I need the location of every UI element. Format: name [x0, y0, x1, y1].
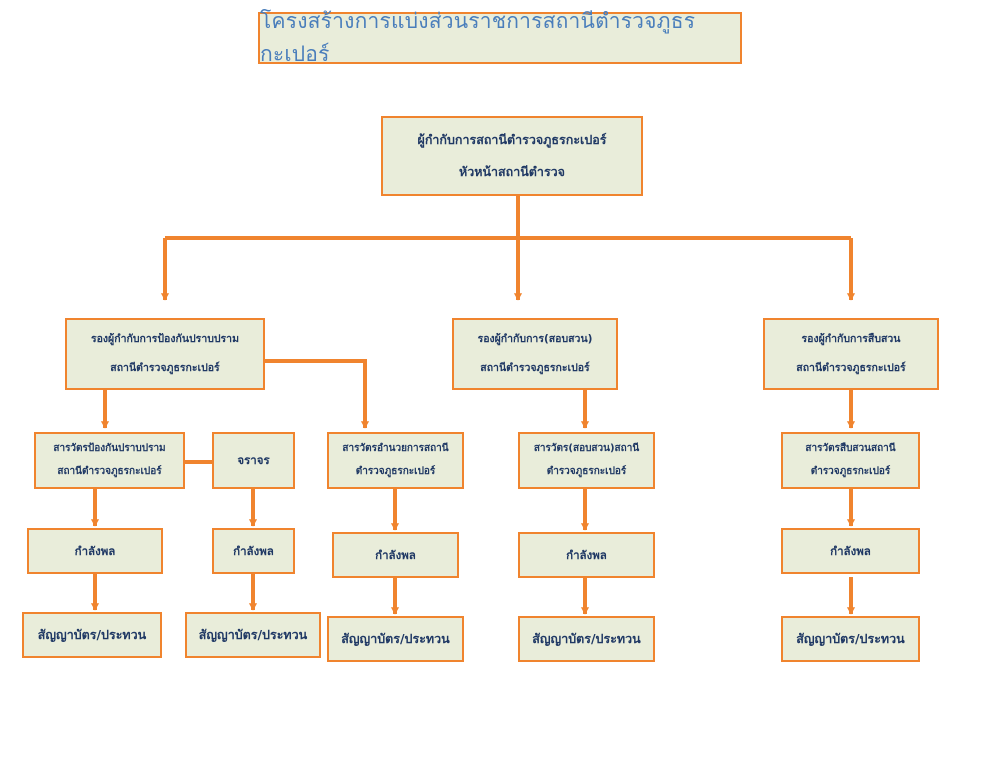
node-ranks-prevention[interactable]: สัญญาบัตร/ประทวน — [22, 612, 162, 658]
node-deputy-prevention-line2: สถานีตำรวจภูธรกะเปอร์ — [110, 362, 220, 374]
node-inspector-admin-line1: สารวัตรอำนวยการสถานี — [342, 443, 449, 454]
node-deputy-prevention-line1: รองผู้กำกับการป้องกันปราบปราม — [90, 332, 239, 345]
node-personnel-prevention-label: กำลังพล — [74, 543, 116, 558]
node-deputy-investigation-line2: สถานีตำรวจภูธรกะเปอร์ — [480, 362, 590, 374]
node-ranks-prevention-label: สัญญาบัตร/ประทวน — [37, 627, 147, 643]
node-chief-line1: ผู้กำกับการสถานีตำรวจภูธรกะเปอร์ — [417, 132, 607, 148]
node-deputy-investigation-line1: รองผู้กำกับการ(สอบสวน) — [477, 332, 593, 345]
node-ranks-traffic-label: สัญญาบัตร/ประทวน — [198, 627, 308, 643]
node-personnel-investigation[interactable]: กำลังพล — [518, 532, 655, 578]
node-deputy-inquiry[interactable]: รองผู้กำกับการสืบสวน สถานีตำรวจภูธรกะเปอ… — [763, 318, 939, 390]
page-title: โครงสร้างการแบ่งส่วนราชการสถานีตำรวจภูธร… — [258, 9, 742, 66]
node-deputy-inquiry-line1: รองผู้กำกับการสืบสวน — [801, 332, 901, 345]
node-personnel-traffic-label: กำลังพล — [233, 543, 274, 558]
node-ranks-inquiry-label: สัญญาบัตร/ประทวน — [796, 631, 905, 647]
node-deputy-prevention[interactable]: รองผู้กำกับการป้องกันปราบปราม สถานีตำรวจ… — [65, 318, 265, 390]
node-ranks-traffic[interactable]: สัญญาบัตร/ประทวน — [185, 612, 321, 658]
node-ranks-admin[interactable]: สัญญาบัตร/ประทวน — [327, 616, 464, 662]
node-chief-line2: หัวหน้าสถานีตำรวจ — [458, 164, 566, 179]
node-inspector-inquiry-line2: ตำรวจภูธรกะเปอร์ — [810, 465, 891, 477]
page-title-text: โครงสร้างการแบ่งส่วนราชการสถานีตำรวจภูธร… — [260, 9, 696, 66]
node-personnel-admin-label: กำลังพล — [375, 547, 416, 562]
node-ranks-inquiry[interactable]: สัญญาบัตร/ประทวน — [781, 616, 920, 662]
node-inspector-admin[interactable]: สารวัตรอำนวยการสถานี ตำรวจภูธรกะเปอร์ — [327, 432, 464, 489]
node-inspector-inquiry[interactable]: สารวัตรสืบสวนสถานี ตำรวจภูธรกะเปอร์ — [781, 432, 920, 489]
node-inspector-investigation[interactable]: สารวัตร(สอบสวน)สถานี ตำรวจภูธรกะเปอร์ — [518, 432, 655, 489]
node-inspector-admin-line2: ตำรวจภูธรกะเปอร์ — [355, 465, 436, 477]
node-ranks-investigation-label: สัญญาบัตร/ประทวน — [532, 631, 641, 647]
node-inspector-investigation-line2: ตำรวจภูธรกะเปอร์ — [546, 465, 627, 477]
node-inspector-prevention[interactable]: สารวัตรป้องกันปราบปราม สถานีตำรวจภูธรกะเ… — [34, 432, 185, 489]
node-chief[interactable]: ผู้กำกับการสถานีตำรวจภูธรกะเปอร์ หัวหน้า… — [381, 116, 643, 196]
node-deputy-inquiry-line2: สถานีตำรวจภูธรกะเปอร์ — [796, 362, 906, 374]
node-personnel-inquiry[interactable]: กำลังพล — [781, 528, 920, 574]
node-traffic-line1: จราจร — [237, 453, 270, 468]
connector-deputy-prevention-to-admin — [265, 359, 370, 429]
node-inspector-investigation-line1: สารวัตร(สอบสวน)สถานี — [533, 443, 640, 454]
node-personnel-prevention[interactable]: กำลังพล — [27, 528, 163, 574]
node-traffic[interactable]: จราจร — [212, 432, 295, 489]
node-inspector-prevention-line2: สถานีตำรวจภูธรกะเปอร์ — [57, 465, 162, 477]
node-inspector-inquiry-line1: สารวัตรสืบสวนสถานี — [805, 443, 896, 454]
node-ranks-investigation[interactable]: สัญญาบัตร/ประทวน — [518, 616, 655, 662]
node-deputy-investigation[interactable]: รองผู้กำกับการ(สอบสวน) สถานีตำรวจภูธรกะเ… — [452, 318, 618, 390]
node-inspector-prevention-line1: สารวัตรป้องกันปราบปราม — [53, 443, 166, 454]
node-personnel-admin[interactable]: กำลังพล — [332, 532, 459, 578]
node-personnel-inquiry-label: กำลังพล — [830, 543, 871, 558]
node-ranks-admin-label: สัญญาบัตร/ประทวน — [341, 631, 450, 647]
node-personnel-traffic[interactable]: กำลังพล — [212, 528, 295, 574]
node-personnel-investigation-label: กำลังพล — [566, 547, 607, 562]
